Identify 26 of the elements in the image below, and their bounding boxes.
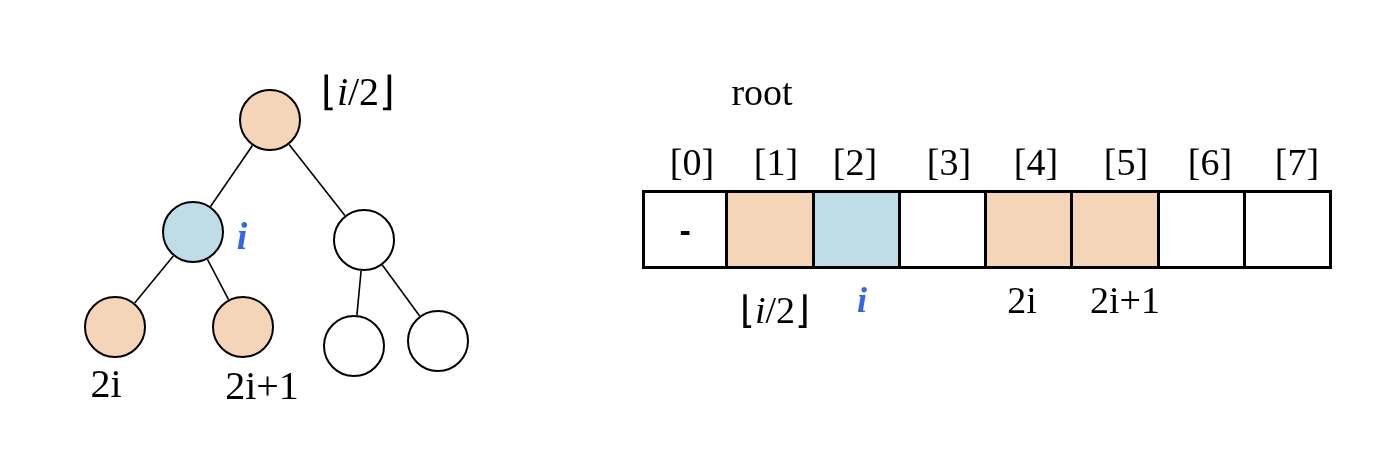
- tree-edge: [356, 270, 362, 316]
- tree-edge: [288, 143, 346, 217]
- node-label: 2i+1: [225, 366, 299, 406]
- tree-edge: [206, 258, 230, 301]
- node-label: i: [857, 282, 867, 318]
- node-label: i: [236, 217, 248, 255]
- tree-edge: [381, 264, 421, 317]
- index-label: [4]: [1013, 143, 1059, 181]
- index-label: [5]: [1103, 143, 1149, 181]
- index-label: [0]: [669, 143, 715, 181]
- index-label: [1]: [753, 143, 799, 181]
- cell-value: -: [679, 212, 691, 247]
- root-label: root: [731, 73, 793, 111]
- node-label: 2i: [90, 364, 122, 404]
- node-label: 2i: [1007, 281, 1037, 319]
- tree-edge: [133, 255, 175, 304]
- array-cell: [725, 190, 815, 269]
- index-label: [2]: [832, 143, 878, 181]
- index-label: [6]: [1187, 143, 1233, 181]
- array-cell: [1070, 190, 1160, 269]
- node-label: ⌊i/2⌋: [739, 291, 811, 329]
- node-label: ⌊i/2⌋: [320, 72, 396, 112]
- index-label: [3]: [926, 143, 972, 181]
- tree-edge: [209, 144, 254, 208]
- index-label: [7]: [1274, 143, 1320, 181]
- node-label: 2i+1: [1090, 281, 1160, 319]
